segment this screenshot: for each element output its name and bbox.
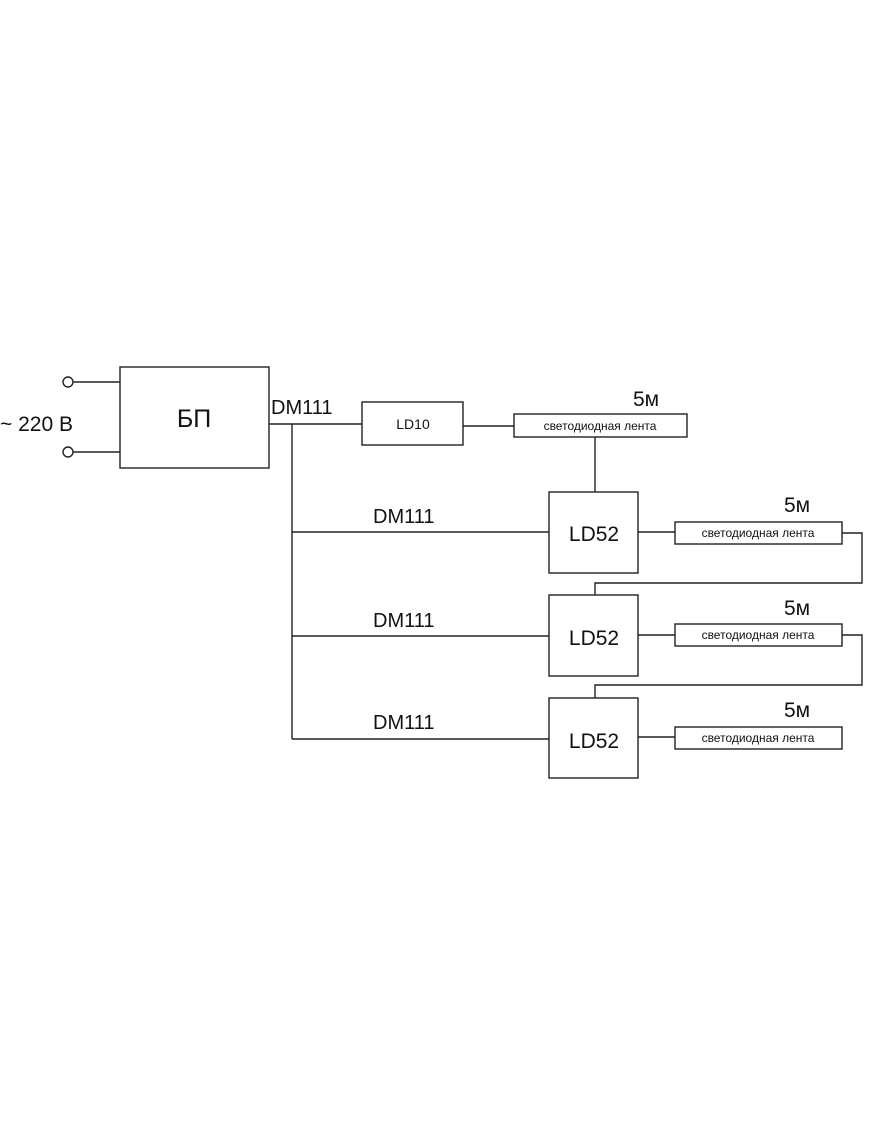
- input-terminal-top: [62, 376, 74, 388]
- led-strip-box: [674, 726, 843, 750]
- branch-cable-label: DM111: [373, 506, 435, 528]
- ld10-label: LD10: [396, 416, 430, 432]
- led-strip-label: светодиодная лента: [702, 628, 815, 642]
- power-input-label: ~ 220 В: [0, 413, 73, 436]
- chain-wire: [594, 634, 863, 698]
- input-terminal-bottom: [62, 446, 74, 458]
- led-strip-label: светодиодная лента: [702, 731, 815, 745]
- main-cable-label: DM111: [271, 397, 333, 419]
- led-strip-label: светодиодная лента: [544, 419, 657, 433]
- ld52-label: LD52: [569, 627, 619, 650]
- ld52-box: [548, 697, 639, 779]
- branch-cable-label: DM111: [373, 712, 435, 734]
- ld52-label: LD52: [569, 523, 619, 546]
- led-strip-length: 5м: [784, 494, 810, 517]
- led-strip-length: 5м: [633, 388, 659, 411]
- ld10-box: [361, 401, 464, 446]
- led-strip-length: 5м: [784, 699, 810, 722]
- power-supply-label: БП: [177, 405, 211, 433]
- led-strip-box: [513, 413, 688, 438]
- chain-wire: [594, 532, 863, 595]
- led-strip-length: 5м: [784, 597, 810, 620]
- branch-cable-label: DM111: [373, 610, 435, 632]
- ld52-box: [548, 491, 639, 574]
- led-strip-label: светодиодная лента: [702, 526, 815, 540]
- ld52-label: LD52: [569, 730, 619, 753]
- power-supply-box: [119, 366, 270, 469]
